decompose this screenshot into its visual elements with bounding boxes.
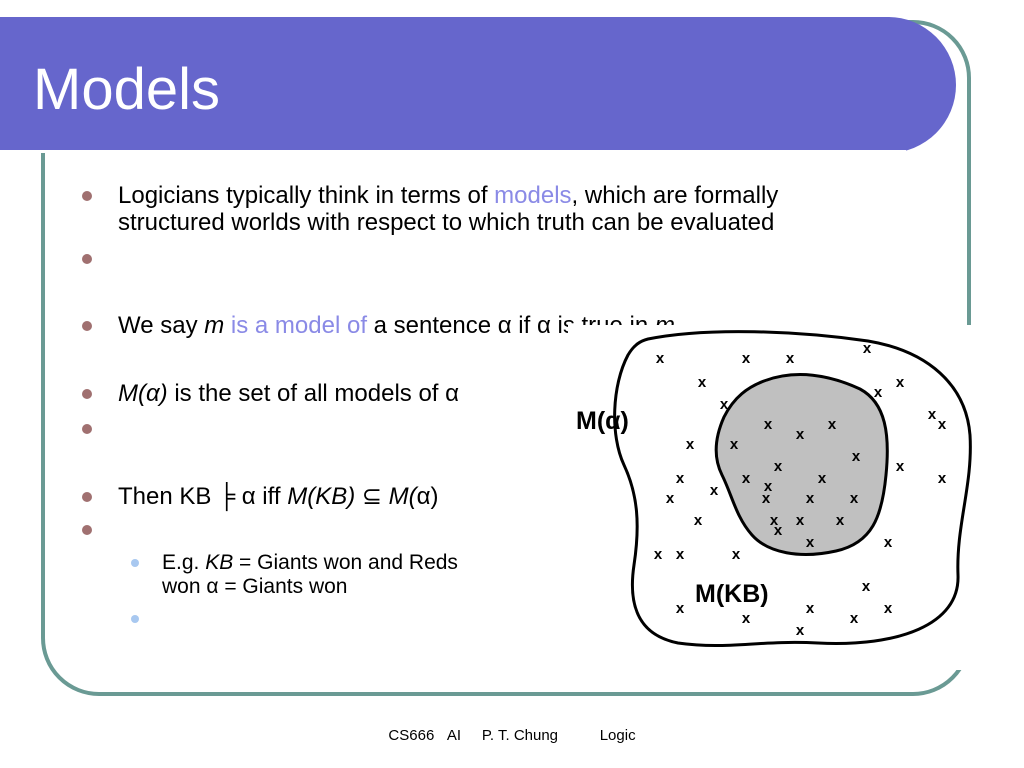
title-bar: Models — [0, 17, 956, 153]
model-marker: x — [850, 490, 859, 507]
bullet-text: M(α) is the set of all models of α — [118, 380, 459, 407]
model-marker: x — [806, 600, 815, 617]
model-marker: x — [836, 512, 845, 529]
text-span: is the set of all models of α — [167, 380, 460, 407]
footer-section: Logic — [599, 727, 636, 744]
text-span: M(α) — [118, 380, 168, 407]
model-marker: x — [896, 374, 905, 391]
model-marker: x — [770, 512, 779, 529]
model-marker: x — [694, 512, 703, 529]
bullet-text: Then KB ╞ α iff M(KB) ⊆ M(α) — [118, 483, 439, 510]
model-marker: x — [742, 350, 751, 367]
text-span: M(KB) — [287, 483, 356, 510]
model-marker: x — [774, 522, 783, 539]
footer-author: P. T. Chung — [481, 727, 559, 744]
model-marker: x — [732, 546, 741, 563]
m-kb-region — [714, 373, 889, 556]
text-span: Logicians typically think in terms of — [118, 182, 495, 209]
model-marker: x — [764, 416, 773, 433]
title-rule — [0, 150, 906, 153]
model-marker: x — [806, 534, 815, 551]
models-diagram: M(α) M(KB) x x x x x x x x x x x x x x x… — [568, 325, 974, 670]
m-kb-label: M(KB) — [695, 580, 769, 608]
model-marker: x — [818, 470, 827, 487]
model-markers: x x x x x x x x x x x x x x x x x x x x … — [654, 340, 947, 639]
bullet-dot — [82, 525, 92, 535]
model-marker: x — [698, 374, 707, 391]
models-term: models — [494, 182, 572, 209]
footer-topic: AI — [446, 727, 461, 744]
model-marker: x — [884, 534, 893, 551]
model-of-term: is a model of — [224, 312, 367, 339]
text-span: = Giants won and Reds — [233, 551, 458, 574]
footer-course: CS666 — [388, 727, 435, 744]
text-span: m — [204, 312, 225, 339]
model-marker: x — [862, 578, 871, 595]
model-marker: x — [710, 482, 719, 499]
model-marker: x — [676, 470, 685, 487]
bullet-dot — [82, 321, 92, 331]
model-marker: x — [654, 546, 663, 563]
text-span: E.g. — [162, 551, 206, 574]
bullet-dot — [82, 492, 92, 502]
model-marker: x — [666, 490, 675, 507]
model-marker: x — [796, 512, 805, 529]
sub-bullet-dot — [131, 559, 139, 567]
footer: CS666 AI P. T. Chung Logic — [0, 727, 1024, 744]
sub-bullet-dot — [131, 615, 139, 623]
entails-symbol: ╞ — [218, 483, 236, 510]
bullet-text: structured worlds with respect to which … — [118, 209, 775, 236]
model-marker: x — [796, 426, 805, 443]
text-span: KB — [205, 551, 234, 574]
model-marker: x — [686, 436, 695, 453]
bullet-dot — [82, 254, 92, 264]
model-marker: x — [764, 478, 773, 495]
model-marker: x — [676, 600, 685, 617]
model-marker: x — [884, 600, 893, 617]
text-span: α iff — [235, 483, 288, 510]
model-marker: x — [656, 350, 665, 367]
model-marker: x — [852, 448, 861, 465]
text-span: Then KB — [118, 483, 219, 510]
model-marker: x — [938, 470, 947, 487]
bullet-dot — [82, 424, 92, 434]
bullet-dot — [82, 389, 92, 399]
model-marker: x — [676, 546, 685, 563]
model-marker: x — [850, 610, 859, 627]
model-marker: x — [796, 622, 805, 639]
models-diagram-svg: M(α) M(KB) x x x x x x x x x x x x x x x… — [576, 330, 972, 648]
model-marker: x — [742, 610, 751, 627]
model-marker: x — [938, 416, 947, 433]
subset-symbol: ⊆ — [355, 483, 389, 510]
model-marker: x — [720, 396, 729, 413]
slide-title: Models — [33, 57, 220, 122]
text-span: We say — [118, 312, 205, 339]
model-marker: x — [863, 340, 872, 357]
model-marker: x — [874, 384, 883, 401]
bullet-dot — [82, 191, 92, 201]
model-marker: x — [896, 458, 905, 475]
model-marker: x — [742, 470, 751, 487]
sub-bullet-text: won α = Giants won — [162, 575, 348, 598]
model-marker: x — [762, 490, 771, 507]
sub-bullet-text: E.g. KB = Giants won and Reds — [162, 551, 458, 574]
bullet-text: Logicians typically think in terms of mo… — [118, 182, 778, 209]
model-marker: x — [806, 490, 815, 507]
text-span: α) — [416, 483, 439, 510]
text-span: M( — [388, 483, 417, 510]
model-marker: x — [928, 406, 937, 423]
m-alpha-label: M(α) — [576, 407, 629, 435]
model-marker: x — [828, 416, 837, 433]
model-marker: x — [730, 436, 739, 453]
text-span: , which are formally — [571, 182, 779, 209]
model-marker: x — [774, 458, 783, 475]
model-marker: x — [786, 350, 795, 367]
